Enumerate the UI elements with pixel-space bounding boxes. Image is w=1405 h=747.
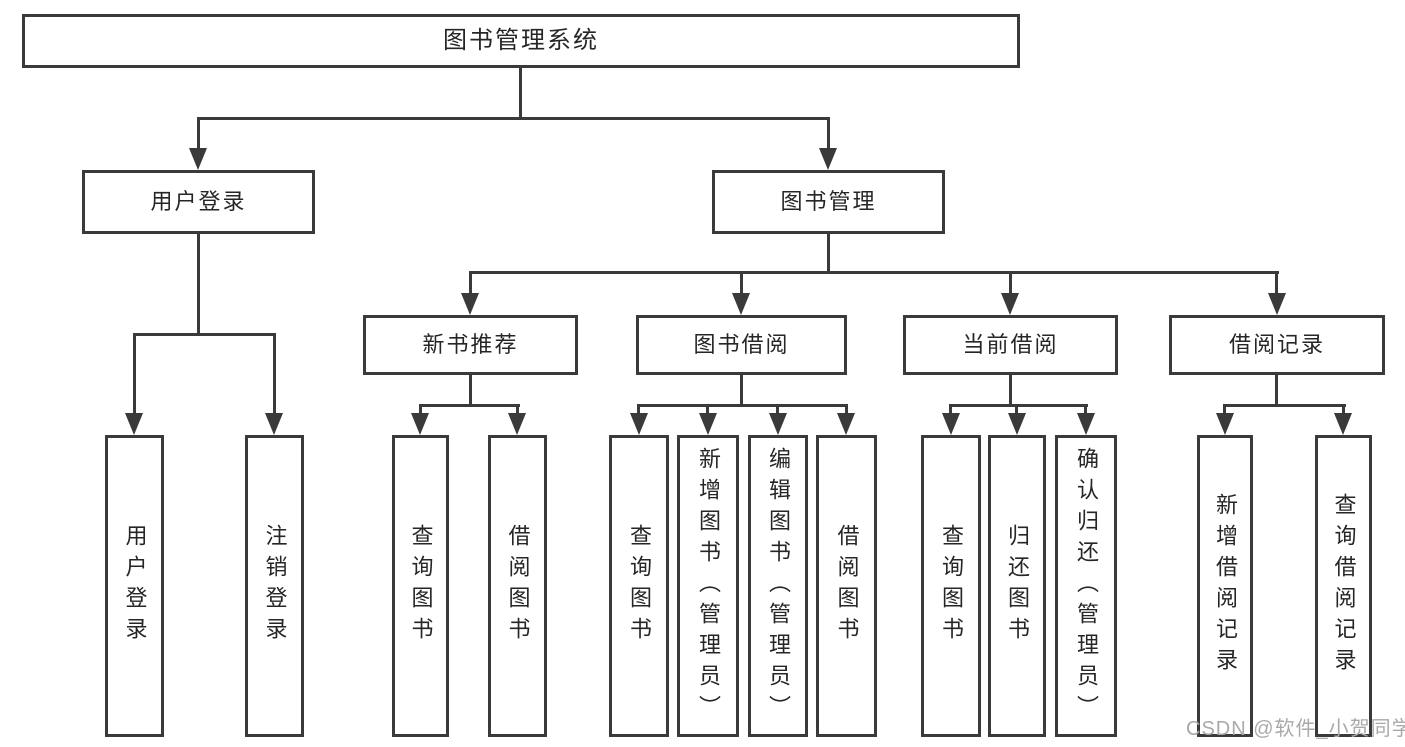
leaf-borrow-add-book-admin: 新增图书（管理员） — [677, 435, 739, 737]
node-label: 编辑图书（管理员） — [766, 446, 791, 726]
edge-line — [637, 404, 848, 407]
node-borrow-record: 借阅记录 — [1169, 315, 1385, 375]
arrowhead-icon — [942, 413, 960, 435]
node-label: 归还图书 — [1005, 524, 1030, 648]
edge-line — [1084, 404, 1087, 415]
node-label: 图书管理系统 — [443, 26, 599, 54]
edge-line — [949, 404, 952, 415]
node-book-borrow: 图书借阅 — [636, 315, 847, 375]
node-label: 查询借阅记录 — [1331, 493, 1357, 679]
edge-line — [827, 117, 830, 150]
edge-line — [197, 117, 830, 120]
node-book-management: 图书管理 — [712, 170, 945, 234]
edge-line — [1223, 404, 1346, 407]
arrowhead-icon — [265, 413, 283, 435]
edge-line — [273, 333, 276, 415]
arrowhead-icon — [1334, 413, 1352, 435]
edge-line — [949, 404, 1088, 407]
node-label: 用户登录 — [150, 188, 247, 214]
edge-line — [469, 375, 472, 406]
leaf-record-query-record: 查询借阅记录 — [1315, 435, 1372, 737]
arrowhead-icon — [508, 413, 526, 435]
edge-line — [827, 234, 830, 273]
node-label: 新增图书（管理员） — [696, 446, 721, 726]
edge-line — [469, 271, 1279, 274]
edge-line — [1342, 404, 1345, 415]
edge-line — [845, 404, 848, 415]
leaf-current-confirm-return-admin: 确认归还（管理员） — [1055, 435, 1117, 737]
node-label: 确认归还（管理员） — [1074, 446, 1099, 726]
leaf-record-add-record: 新增借阅记录 — [1197, 435, 1253, 737]
edge-line — [519, 68, 522, 118]
edge-line — [1009, 375, 1012, 406]
edge-line — [1009, 271, 1012, 295]
leaf-borrow-borrow-book: 借阅图书 — [816, 435, 877, 737]
node-label: 借阅记录 — [1228, 331, 1325, 357]
leaf-current-return-book: 归还图书 — [988, 435, 1046, 737]
arrowhead-icon — [630, 413, 648, 435]
leaf-newbook-borrow-book: 借阅图书 — [488, 435, 547, 737]
arrowhead-icon — [461, 293, 479, 315]
node-label: 新书推荐 — [422, 331, 519, 357]
leaf-logout: 注销登录 — [245, 435, 304, 737]
leaf-borrow-query-book: 查询图书 — [609, 435, 669, 737]
leaf-current-query-book: 查询图书 — [921, 435, 981, 737]
edge-line — [197, 117, 200, 150]
arrowhead-icon — [411, 413, 429, 435]
node-label: 图书管理 — [780, 188, 877, 214]
edge-line — [516, 404, 519, 415]
arrowhead-icon — [837, 413, 855, 435]
node-current-borrow: 当前借阅 — [903, 315, 1118, 375]
node-label: 查询图书 — [939, 524, 964, 648]
node-label: 查询图书 — [627, 524, 652, 648]
arrowhead-icon — [1008, 413, 1026, 435]
edge-line — [197, 234, 200, 335]
arrowhead-icon — [125, 413, 143, 435]
node-user-login: 用户登录 — [82, 170, 315, 234]
arrowhead-icon — [1077, 413, 1095, 435]
leaf-user-login: 用户登录 — [105, 435, 164, 737]
edge-line — [706, 404, 709, 415]
node-label: 借阅图书 — [834, 524, 860, 648]
edge-line — [740, 375, 743, 406]
arrowhead-icon — [732, 293, 750, 315]
leaf-borrow-edit-book-admin: 编辑图书（管理员） — [748, 435, 808, 737]
edge-line — [133, 333, 136, 415]
node-label: 当前借阅 — [962, 331, 1059, 357]
edge-line — [1015, 404, 1018, 415]
edge-line — [1275, 375, 1278, 406]
arrowhead-icon — [1268, 293, 1286, 315]
node-label: 查询图书 — [408, 524, 434, 648]
leaf-newbook-query-book: 查询图书 — [392, 435, 449, 737]
edge-line — [637, 404, 640, 415]
arrowhead-icon — [1001, 293, 1019, 315]
arrowhead-icon — [769, 413, 787, 435]
csdn-watermark: CSDN @软件_小贺同学 — [1186, 718, 1405, 740]
arrowhead-icon — [819, 148, 837, 170]
edge-line — [1223, 404, 1226, 415]
edge-line — [740, 271, 743, 295]
node-label: 注销登录 — [262, 524, 288, 648]
edge-line — [469, 271, 472, 295]
node-label: 借阅图书 — [505, 524, 531, 648]
arrowhead-icon — [1216, 413, 1234, 435]
node-label: 图书借阅 — [693, 331, 790, 357]
edge-line — [419, 404, 520, 407]
arrowhead-icon — [699, 413, 717, 435]
edge-line — [776, 404, 779, 415]
edge-line — [133, 333, 276, 336]
edge-line — [1275, 271, 1278, 295]
node-label: 用户登录 — [122, 524, 148, 648]
node-root: 图书管理系统 — [22, 14, 1020, 68]
node-label: 新增借阅记录 — [1213, 493, 1238, 679]
arrowhead-icon — [189, 148, 207, 170]
edge-line — [419, 404, 422, 415]
node-new-book-recommend: 新书推荐 — [363, 315, 578, 375]
